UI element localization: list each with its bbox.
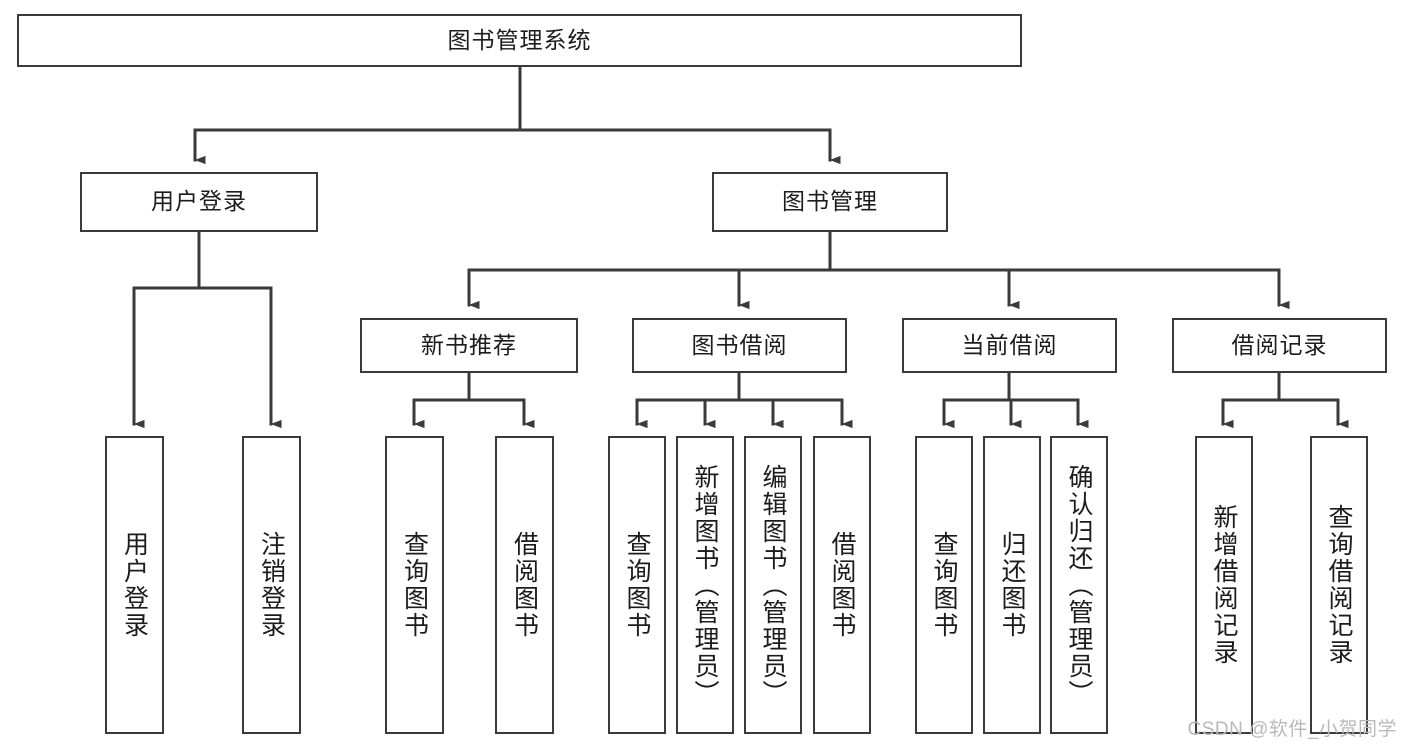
leaf-user-login-signin[interactable]: 用户登录: [105, 436, 164, 734]
node-label: 查询图书: [930, 531, 958, 639]
node-label: 新书推荐: [421, 331, 517, 358]
leaf-borrow-record-add-record[interactable]: 新增借阅记录: [1195, 436, 1253, 734]
node-label: 查询图书: [400, 531, 429, 639]
node-label: 借阅图书: [510, 531, 539, 639]
node-label: 注销登录: [257, 531, 286, 639]
leaf-current-borrow-query-book[interactable]: 查询图书: [915, 436, 973, 734]
node-label: 借阅图书: [828, 531, 856, 639]
leaf-current-borrow-return-book[interactable]: 归还图书: [983, 436, 1041, 734]
leaf-book-borrow-query-book[interactable]: 查询图书: [608, 436, 666, 734]
leaf-book-borrow-edit-book-admin[interactable]: 编辑图书（管理员）: [744, 436, 802, 734]
leaf-book-borrow-borrow-book[interactable]: 借阅图书: [813, 436, 871, 734]
node-label: 当前借阅: [961, 331, 1058, 358]
node-borrowing-record[interactable]: 借阅记录: [1172, 318, 1387, 373]
node-label: 查询借阅记录: [1325, 504, 1353, 666]
node-book-borrowing[interactable]: 图书借阅: [632, 318, 847, 373]
node-label: 归还图书: [998, 531, 1026, 639]
leaf-new-book-borrow-book[interactable]: 借阅图书: [495, 436, 554, 734]
leaf-user-login-logout[interactable]: 注销登录: [242, 436, 301, 734]
leaf-borrow-record-query-record[interactable]: 查询借阅记录: [1310, 436, 1368, 734]
leaf-new-book-query-book[interactable]: 查询图书: [385, 436, 444, 734]
leaf-book-borrow-add-book-admin[interactable]: 新增图书（管理员）: [676, 436, 734, 734]
node-label: 借阅记录: [1231, 331, 1328, 358]
node-user-login[interactable]: 用户登录: [80, 172, 318, 232]
node-label: 编辑图书（管理员）: [759, 463, 787, 707]
node-label: 图书管理系统: [447, 26, 592, 53]
node-label: 新增图书（管理员）: [691, 463, 719, 707]
node-book-management[interactable]: 图书管理: [712, 172, 948, 232]
node-label: 查询图书: [623, 531, 651, 639]
node-label: 确认归还（管理员）: [1065, 463, 1093, 707]
node-label: 用户登录: [120, 531, 149, 639]
node-new-book-recommendation[interactable]: 新书推荐: [360, 318, 578, 373]
leaf-current-borrow-confirm-return-admin[interactable]: 确认归还（管理员）: [1050, 436, 1108, 734]
node-label: 图书管理: [782, 188, 878, 215]
node-label: 新增借阅记录: [1210, 504, 1238, 666]
node-label: 用户登录: [151, 188, 247, 215]
csdn-watermark: CSDN @软件_小贺同学: [1187, 719, 1397, 740]
node-root-library-management-system[interactable]: 图书管理系统: [17, 14, 1022, 67]
node-label: 图书借阅: [691, 331, 788, 358]
node-current-borrowing[interactable]: 当前借阅: [902, 318, 1117, 373]
